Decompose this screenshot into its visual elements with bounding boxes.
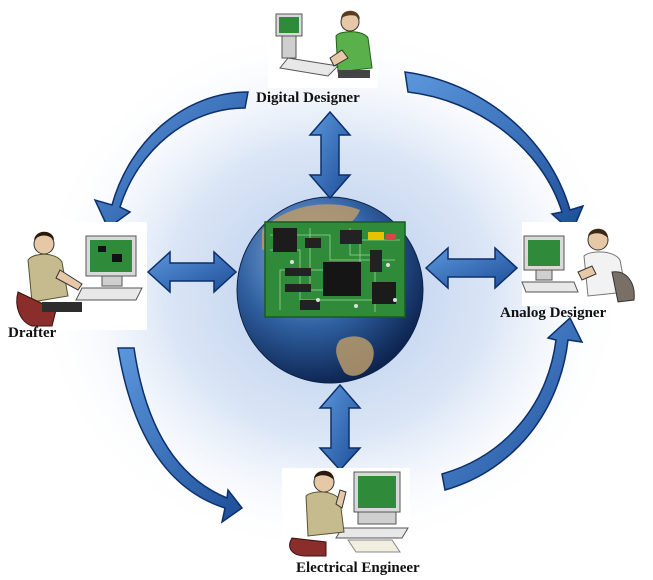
double-arrow-top	[308, 110, 352, 200]
digital-designer-person-icon	[268, 6, 378, 88]
electrical-engineer-label: Electrical Engineer	[296, 560, 420, 576]
digital-designer-label: Digital Designer	[256, 90, 360, 106]
curved-arrow-bottom-left	[117, 347, 244, 524]
drafter-person-icon	[12, 222, 147, 330]
drafter-label: Drafter	[8, 325, 57, 341]
electrical-engineer-person-icon	[282, 468, 410, 558]
globe-with-circuit-board-icon	[236, 196, 424, 384]
analog-designer-person-icon	[521, 222, 640, 306]
curved-arrow-bottom-right	[441, 316, 584, 491]
analog-designer-label: Analog Designer	[500, 305, 607, 321]
double-arrow-right	[424, 246, 519, 290]
double-arrow-left	[146, 250, 238, 294]
